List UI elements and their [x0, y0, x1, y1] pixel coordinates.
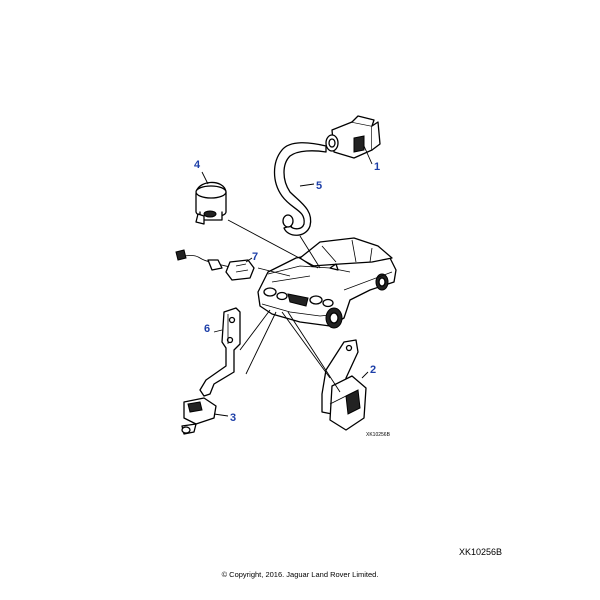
part-7-wiring-connector	[175, 249, 255, 281]
part-2-control-module	[321, 339, 367, 431]
car-illustration	[257, 237, 397, 329]
callout-6: 6	[204, 323, 210, 335]
callout-7: 7	[252, 251, 258, 263]
callout-5: 5	[316, 180, 322, 192]
diagram-reference-code: XK10256B	[458, 547, 502, 557]
callout-2: 2	[370, 364, 376, 376]
part-6-bracket	[199, 307, 241, 397]
copyright-notice: © Copyright, 2016. Jaguar Land Rover Lim…	[221, 570, 379, 579]
callout-4: 4	[194, 159, 201, 171]
callout-3: 3	[230, 412, 236, 424]
part-5-hose	[273, 142, 327, 236]
inner-reference-code: XK10256B	[366, 432, 391, 438]
part-4-sensor-cap	[195, 181, 227, 225]
leader-lines	[201, 145, 373, 417]
part-3-sensor	[181, 397, 217, 435]
callout-1: 1	[374, 161, 380, 173]
part-1-sensor-housing	[325, 115, 381, 159]
